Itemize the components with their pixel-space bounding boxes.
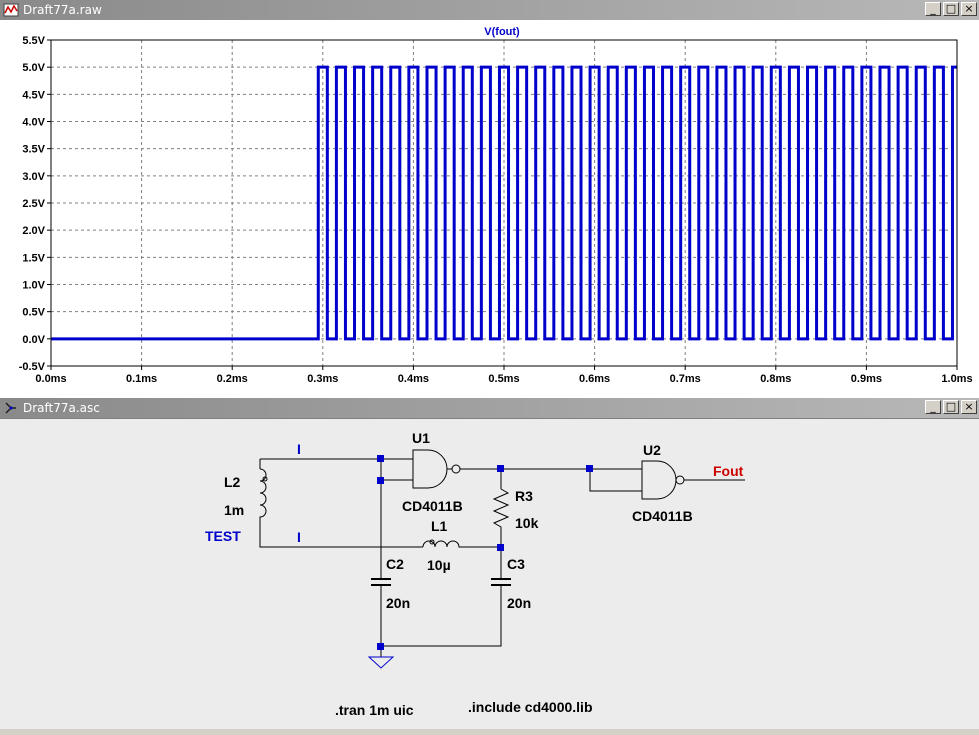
y-tick-label: -0.5V — [19, 361, 46, 373]
u2-ref[interactable]: U2 — [643, 442, 661, 458]
fout-net-label[interactable]: Fout — [713, 463, 744, 479]
include-directive[interactable]: .include cd4000.lib — [468, 699, 593, 715]
l2-inductor-symbol — [259, 468, 267, 521]
x-tick-label: 0.0ms — [35, 373, 66, 385]
trace-label[interactable]: V(fout) — [484, 26, 520, 38]
x-tick-label: 0.8ms — [760, 373, 791, 385]
close-button[interactable]: × — [961, 2, 977, 16]
junction-node — [377, 643, 384, 650]
u1-model[interactable]: CD4011B — [402, 498, 463, 514]
waveform-window-title: Draft77a.raw — [23, 3, 102, 17]
tran-directive[interactable]: .tran 1m uic — [335, 702, 414, 718]
current-marker-bottom[interactable]: I — [297, 529, 301, 545]
junction-node — [377, 477, 384, 484]
x-tick-label: 1.0ms — [941, 373, 972, 385]
u2-bubble — [675, 475, 685, 485]
wire — [589, 469, 642, 492]
x-tick-label: 0.1ms — [126, 373, 157, 385]
y-tick-label: 5.5V — [22, 35, 45, 47]
u1-ref[interactable]: U1 — [412, 430, 430, 446]
close-button[interactable]: × — [961, 400, 977, 414]
u1-nand-gate — [412, 449, 448, 489]
y-tick-label: 1.5V — [22, 252, 45, 264]
u2-nand-gate — [641, 460, 677, 500]
l1-ref[interactable]: L1 — [431, 518, 448, 534]
maximize-button[interactable]: □ — [943, 400, 959, 414]
junction-node — [497, 465, 504, 472]
x-tick-label: 0.3ms — [307, 373, 338, 385]
waveform-app-icon — [3, 3, 19, 17]
schematic-app-icon — [5, 402, 16, 414]
l2-dot — [262, 476, 268, 482]
l1-inductor-symbol — [422, 540, 462, 548]
test-net-label[interactable]: TEST — [205, 528, 241, 544]
c2-capacitor-symbol — [371, 578, 391, 586]
schematic-drawing[interactable]: U1 CD4011B U2 CD4011B L2 1m L1 10µ R3 10… — [0, 419, 979, 730]
junction-node — [497, 544, 504, 551]
c3-ref[interactable]: C3 — [507, 556, 525, 572]
junction-node — [586, 465, 593, 472]
c3-capacitor-symbol — [491, 578, 511, 586]
junction-node — [377, 455, 384, 462]
l2-ref[interactable]: L2 — [224, 474, 241, 490]
y-tick-label: 0.5V — [22, 307, 45, 319]
y-tick-label: 0.0V — [22, 334, 45, 346]
l1-value[interactable]: 10µ — [427, 557, 451, 573]
plot-frame — [50, 39, 958, 367]
u2-model[interactable]: CD4011B — [632, 508, 693, 524]
schematic-canvas[interactable]: U1 CD4011B U2 CD4011B L2 1m L1 10µ R3 10… — [0, 418, 979, 729]
x-tick-label: 0.5ms — [488, 373, 519, 385]
c3-value[interactable]: 20n — [507, 595, 531, 611]
minimize-button[interactable]: _ — [925, 400, 941, 414]
x-tick-label: 0.6ms — [579, 373, 610, 385]
x-tick-label: 0.9ms — [851, 373, 882, 385]
schematic-window-title: Draft77a.asc — [23, 401, 100, 415]
vfout-trace — [51, 65, 957, 341]
current-marker-top[interactable]: I — [297, 441, 301, 457]
wire — [381, 585, 502, 647]
c2-ref[interactable]: C2 — [386, 556, 404, 572]
y-tick-label: 5.0V — [22, 62, 45, 74]
waveform-title-bar[interactable]: Draft77a.raw _ □ × — [0, 0, 979, 20]
minimize-button[interactable]: _ — [925, 2, 941, 16]
r3-value[interactable]: 10k — [515, 515, 539, 531]
schematic-window: Draft77a.asc _ □ × — [0, 398, 979, 729]
y-tick-label: 2.5V — [22, 198, 45, 210]
x-tick-label: 0.7ms — [670, 373, 701, 385]
y-tick-label: 3.5V — [22, 144, 45, 156]
x-tick-label: 0.4ms — [398, 373, 429, 385]
y-tick-label: 4.5V — [22, 89, 45, 101]
wire — [259, 521, 423, 548]
maximize-button[interactable]: □ — [943, 2, 959, 16]
u1-bubble — [451, 464, 461, 474]
y-tick-label: 1.0V — [22, 280, 45, 292]
waveform-plot-pane[interactable]: V(fout) 5.5V 5.0V 4.5V 4.0V 3.5V 3.0V 2.5V 2.0V… — [0, 20, 979, 398]
l2-value[interactable]: 1m — [224, 502, 244, 518]
r3-ref[interactable]: R3 — [515, 488, 533, 504]
waveform-window: Draft77a.raw _ □ × V(fout) 5.5V 5.0V 4.5V 4… — [0, 0, 979, 398]
waveform-chart[interactable]: V(fout) 5.5V 5.0V 4.5V 4.0V 3.5V 3.0V 2.5V 2.0V… — [0, 20, 979, 398]
x-tick-label: 0.2ms — [217, 373, 248, 385]
y-tick-label: 4.0V — [22, 117, 45, 129]
c2-value[interactable]: 20n — [386, 595, 410, 611]
ground-symbol — [367, 656, 395, 669]
y-tick-label: 2.0V — [22, 225, 45, 237]
r3-resistor-symbol — [492, 488, 510, 531]
l1-dot — [429, 539, 435, 545]
y-tick-label: 3.0V — [22, 171, 45, 183]
schematic-title-bar[interactable]: Draft77a.asc _ □ × — [0, 398, 979, 418]
